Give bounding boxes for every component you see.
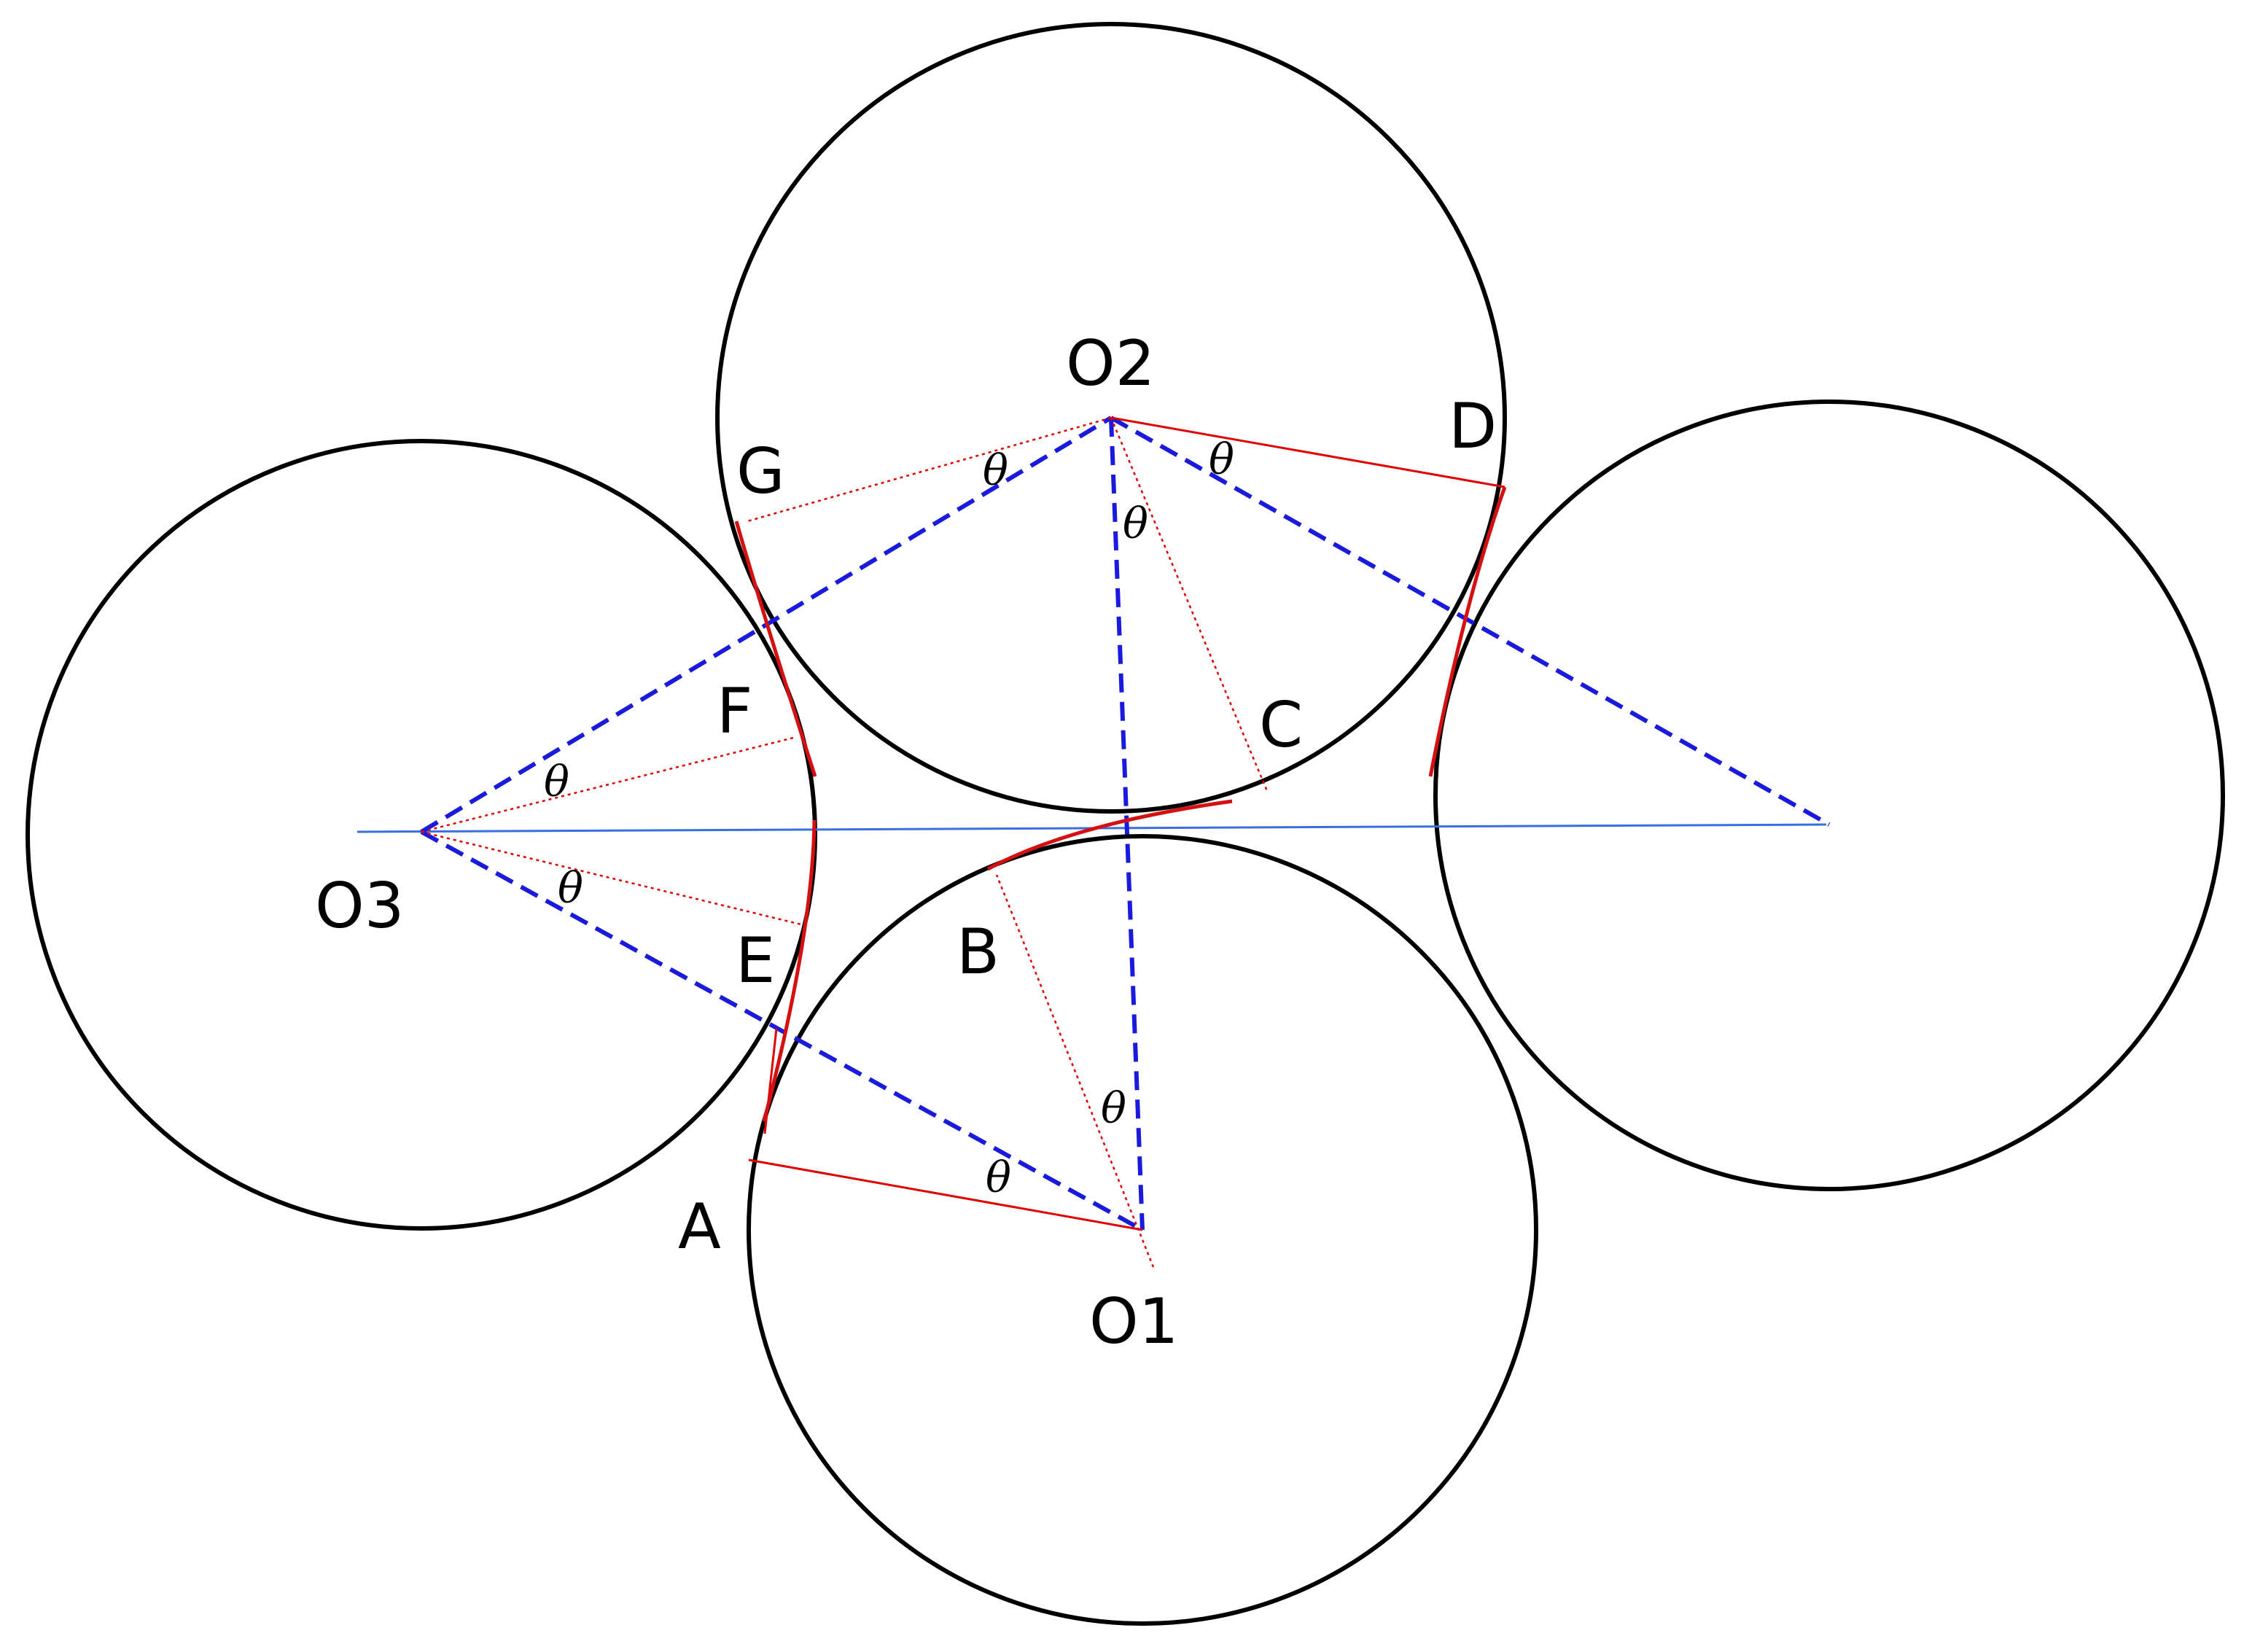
label-e: E <box>736 924 775 997</box>
dashed-o2-o1 <box>1109 417 1145 1231</box>
arc-g-f <box>734 521 817 777</box>
dotted-o3-f <box>421 736 797 833</box>
label-f: F <box>717 675 752 748</box>
theta-o2-down: θ <box>1123 499 1148 548</box>
dotted-o2-g <box>747 416 1112 523</box>
dotted-o2-c <box>1110 417 1269 792</box>
arc-b-c <box>986 799 1233 871</box>
dashed-o3-o1 <box>420 830 1144 1232</box>
label-o1: O1 <box>1089 1285 1178 1358</box>
line-o1-a <box>748 1158 1143 1231</box>
circle-o1 <box>747 834 1538 1626</box>
arc-e-a <box>762 819 817 1122</box>
label-b: B <box>957 916 1000 989</box>
theta-o1-up: θ <box>1101 1083 1126 1133</box>
label-o2: O2 <box>1066 327 1155 400</box>
theta-o1-left: θ <box>986 1153 1011 1202</box>
label-g: G <box>736 435 785 508</box>
theta-o3-down: θ <box>558 863 583 913</box>
dotted-o1-b <box>995 874 1155 1268</box>
arc-right-contact <box>1428 486 1507 777</box>
dotted-o3-e <box>421 830 811 928</box>
theta-o2-right: θ <box>1209 435 1234 484</box>
circle-o2 <box>715 22 1507 814</box>
circle-right <box>1433 400 2225 1191</box>
label-o3: O3 <box>315 870 404 943</box>
label-a: A <box>678 1191 721 1263</box>
label-d: D <box>1449 390 1497 463</box>
line-o2-d <box>1110 416 1505 488</box>
theta-o2-left: θ <box>983 445 1008 495</box>
circle-o3 <box>26 439 817 1231</box>
label-c: C <box>1259 689 1303 762</box>
theta-o3-up: θ <box>544 757 569 806</box>
dashed-o2-right <box>1110 416 1831 827</box>
